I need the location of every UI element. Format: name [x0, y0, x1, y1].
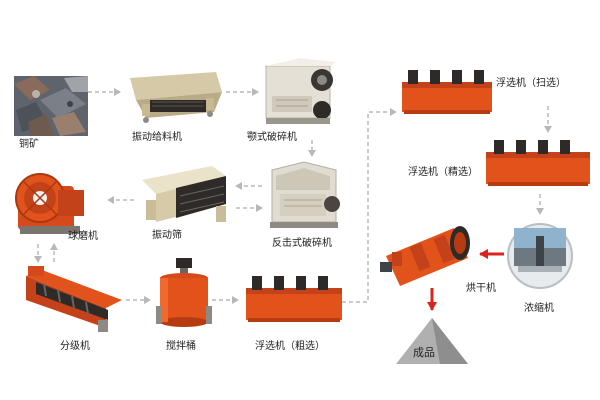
rotary-dryer-icon	[380, 226, 470, 286]
flotation-machine-icon	[402, 70, 492, 114]
spiral-classifier-icon	[26, 266, 122, 332]
vibrating-screen-label: 振动筛	[152, 230, 182, 241]
jaw-crusher-icon	[265, 58, 336, 124]
flotation-rough-label: 浮选机（粗选）	[255, 341, 325, 352]
flotation-machine-icon	[486, 140, 590, 186]
flotation-scavenge-label: 浮选机（扫选）	[496, 78, 566, 89]
arrow-rough-to-scavenge	[342, 108, 397, 303]
ore-pile-icon	[14, 76, 88, 136]
product-label: 成品	[413, 346, 435, 359]
ball-mill-icon	[15, 173, 84, 234]
ore-label: 铜矿	[19, 139, 39, 150]
agitation-tank-label: 搅拌桶	[166, 341, 196, 352]
impact-crusher-label: 反击式破碎机	[272, 238, 332, 249]
classifier-label: 分级机	[60, 341, 90, 352]
vibrating-screen-icon	[142, 166, 226, 222]
flotation-machine-icon	[246, 276, 342, 322]
vibrating-feeder-icon	[130, 72, 222, 123]
flow-arrows	[34, 88, 552, 311]
product-pile-icon	[396, 318, 468, 364]
vibrating-feeder-label: 振动给料机	[132, 132, 182, 143]
dryer-label: 烘干机	[466, 283, 496, 294]
agitation-tank-icon	[156, 258, 212, 327]
thickener-icon	[507, 223, 573, 289]
thickener-label: 浓缩机	[524, 303, 554, 314]
impact-crusher-icon	[270, 161, 340, 228]
flotation-clean-label: 浮选机（精选）	[408, 167, 478, 178]
jaw-crusher-label: 颚式破碎机	[247, 132, 297, 143]
ball-mill-label: 球磨机	[68, 231, 98, 242]
